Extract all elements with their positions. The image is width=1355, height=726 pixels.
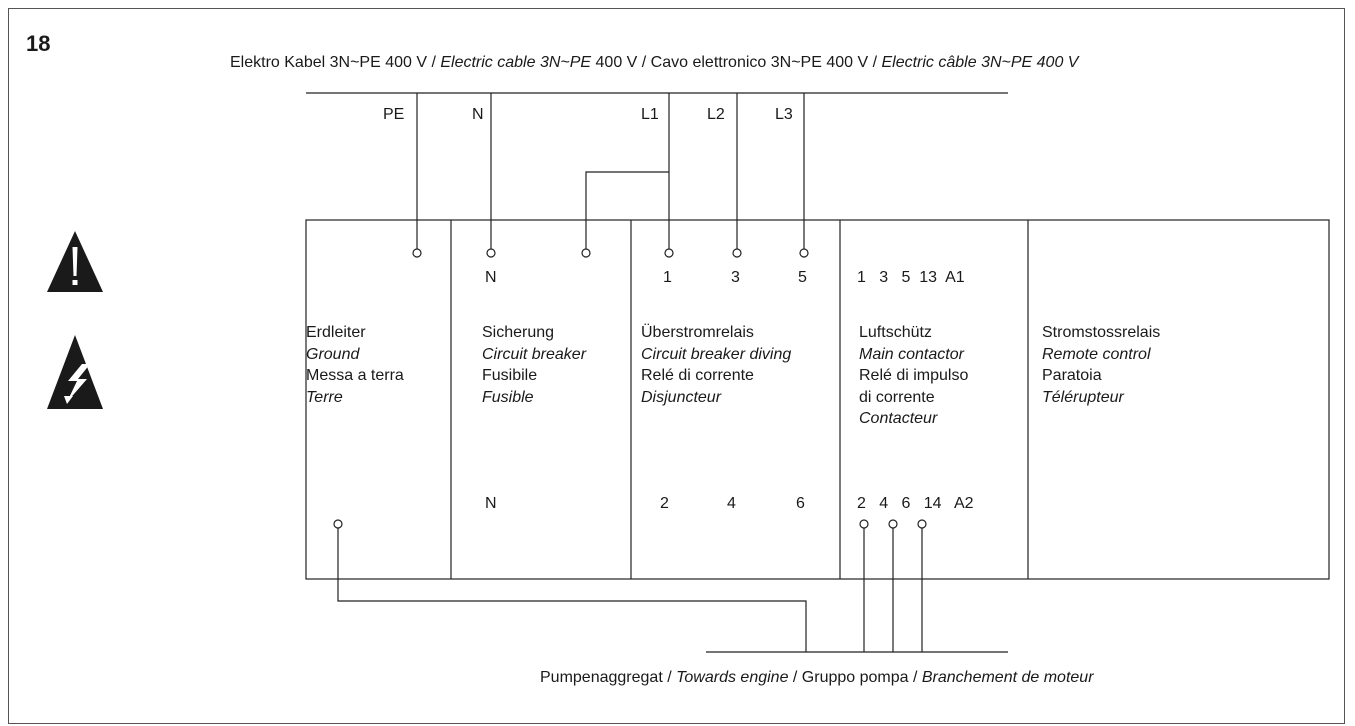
overcurrent-fr: Disjuncteur (641, 388, 722, 406)
wire-label-l3: L3 (775, 106, 793, 123)
ground-de: Erdleiter (306, 324, 366, 341)
terminal-contactor-6 (917, 519, 927, 529)
cable-label-de: Elektro Kabel 3N~PE 400 V / (230, 54, 441, 71)
contactor-bottom-terminals: 2 4 6 14 A2 (857, 495, 974, 512)
overcurrent-bottom-4: 4 (727, 495, 736, 512)
ground-it: Messa a terra (306, 367, 404, 384)
wire-label-l1: L1 (641, 106, 659, 123)
terminal-fuse-in (581, 248, 591, 258)
contactor-it: Relé di impulso (859, 367, 969, 384)
overcurrent-module-label: Überstromrelais Circuit breaker diving R… (641, 322, 791, 408)
ground-module-label: Erdleiter Ground Messa a terra Terre (306, 322, 404, 408)
pump-label-fr: Branchement de moteur (921, 669, 1094, 686)
remote-it: Paratoia (1042, 367, 1102, 384)
contactor-top-terminals: 1 3 5 13 A1 (857, 269, 965, 286)
terminal-contactor-2 (859, 519, 869, 529)
terminal-n-in (486, 248, 496, 258)
cable-label: Elektro Kabel 3N~PE 400 V / Electric cab… (230, 53, 1078, 72)
terminal-box (305, 219, 1330, 580)
breaker-bottom-n: N (485, 495, 497, 512)
wire-label-n: N (472, 106, 484, 123)
contactor-de: Luftschütz (859, 324, 932, 341)
ground-en: Ground (306, 345, 360, 363)
electric-hazard-icon (47, 335, 103, 409)
overcurrent-de: Überstromrelais (641, 324, 754, 341)
pump-label-de: Pumpenaggregat / (540, 669, 677, 686)
contactor-fr: Contacteur (859, 410, 938, 427)
pump-label-en: Towards engine (676, 669, 789, 686)
breaker-en: Circuit breaker (482, 345, 587, 363)
terminal-contactor-4 (888, 519, 898, 529)
cable-label-it: 400 V / Cavo elettronico 3N~PE 400 V / (591, 54, 882, 71)
overcurrent-top-5: 5 (798, 269, 807, 286)
ground-fr: Terre (306, 388, 343, 406)
contactor-en: Main contactor (859, 345, 964, 363)
wire-label-pe: PE (383, 106, 405, 123)
overcurrent-en: Circuit breaker diving (641, 345, 792, 363)
warning-triangle-icon (47, 231, 103, 292)
overcurrent-bottom-2: 2 (660, 495, 669, 512)
remote-en: Remote control (1042, 345, 1151, 363)
figure-number: 18 (26, 31, 51, 56)
breaker-top-n: N (485, 269, 497, 286)
figure-frame (8, 8, 1345, 724)
ground-to-pump-wire (337, 528, 807, 652)
remote-module-label: Stromstossrelais Remote control Paratoia… (1042, 322, 1160, 408)
breaker-module-label: Sicherung Circuit breaker Fusibile Fusib… (482, 322, 586, 408)
overcurrent-bottom-6: 6 (796, 495, 805, 512)
overcurrent-it: Relé di corrente (641, 367, 754, 384)
terminal-3 (732, 248, 742, 258)
remote-fr: Télérupteur (1042, 388, 1124, 406)
breaker-it: Fusibile (482, 367, 538, 384)
wire-label-l2: L2 (707, 106, 725, 123)
terminal-5 (799, 248, 809, 258)
contactor-module-label: Luftschütz Main contactor Relé di impuls… (859, 322, 968, 430)
breaker-fr: Fusible (482, 388, 534, 406)
terminal-1 (664, 248, 674, 258)
cable-label-fr: Electric câble 3N~PE 400 V (881, 54, 1079, 71)
terminal-pe (412, 248, 422, 258)
fuse-branch-wire (585, 171, 669, 249)
overcurrent-top-1: 1 (663, 269, 672, 286)
overcurrent-top-3: 3 (731, 269, 740, 286)
pump-label-it: / Gruppo pompa / (788, 669, 922, 686)
breaker-de: Sicherung (482, 324, 555, 341)
remote-de: Stromstossrelais (1042, 324, 1161, 341)
contactor-it-2: di corrente (859, 388, 935, 406)
terminal-ground-out (333, 519, 343, 529)
pump-label: Pumpenaggregat / Towards engine / Gruppo… (540, 668, 1094, 687)
cable-label-en: Electric cable 3N~PE (440, 54, 592, 71)
